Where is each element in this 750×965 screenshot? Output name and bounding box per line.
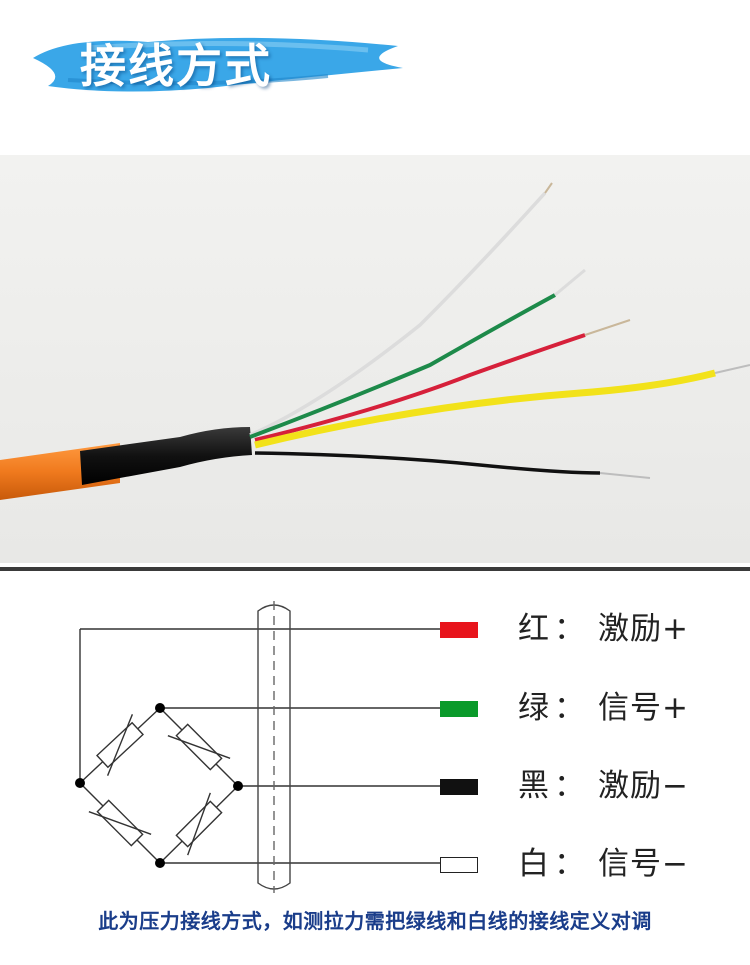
section-divider — [0, 567, 750, 571]
node-right — [233, 781, 243, 791]
strain-gauge-3 — [175, 792, 223, 856]
legend-colon: ： — [554, 611, 585, 647]
header-banner: 接线方式 — [0, 0, 750, 150]
node-bottom — [155, 858, 165, 868]
white-wire — [249, 191, 547, 437]
page-title: 接线方式 — [80, 39, 272, 93]
green-wire — [249, 293, 556, 439]
black-swatch — [440, 779, 478, 795]
strain-gauge-4 — [88, 799, 152, 847]
green-swatch — [440, 701, 478, 717]
legend-row-green: 绿 ： 信号+ — [0, 688, 750, 728]
footnote: 此为压力接线方式，如测拉力需把绿线和白线的接线定义对调 — [98, 909, 652, 933]
legend-row-red: 红 ： 激励+ — [0, 609, 750, 649]
cable-photo — [0, 155, 750, 563]
cable-shield — [257, 604, 291, 890]
legend-color-name: 绿 — [518, 690, 549, 726]
strain-gauge-1 — [96, 714, 144, 776]
node-left — [75, 778, 85, 788]
legend-colon: ： — [554, 690, 585, 726]
legend-row-white: 白 ： 信号− — [0, 844, 750, 884]
legend-function: 信号+ — [598, 690, 689, 726]
legend-color-name: 白 — [518, 846, 549, 882]
heat-shrink-sleeve — [80, 427, 252, 485]
legend-colon: ： — [554, 768, 585, 804]
node-top — [155, 703, 165, 713]
legend-color-name: 红 — [518, 611, 549, 647]
black-wire — [254, 451, 601, 475]
legend-color-name: 黑 — [518, 768, 549, 804]
red-swatch — [440, 622, 478, 638]
white-swatch — [440, 857, 478, 873]
legend-function: 激励− — [598, 768, 689, 804]
brush-stroke-background — [33, 37, 403, 92]
wiring-diagram: 红 ： 激励+ 绿 ： 信号+ 黑 ： 激励− 白 ： 信号− — [0, 571, 750, 901]
legend-row-black: 黑 ： 激励− — [0, 766, 750, 806]
legend-function: 激励+ — [598, 611, 689, 647]
red-wire — [254, 333, 586, 442]
yellow-wire — [254, 369, 716, 449]
strain-gauge-2 — [167, 723, 231, 771]
legend-colon: ： — [554, 846, 585, 882]
legend-function: 信号− — [598, 846, 689, 882]
